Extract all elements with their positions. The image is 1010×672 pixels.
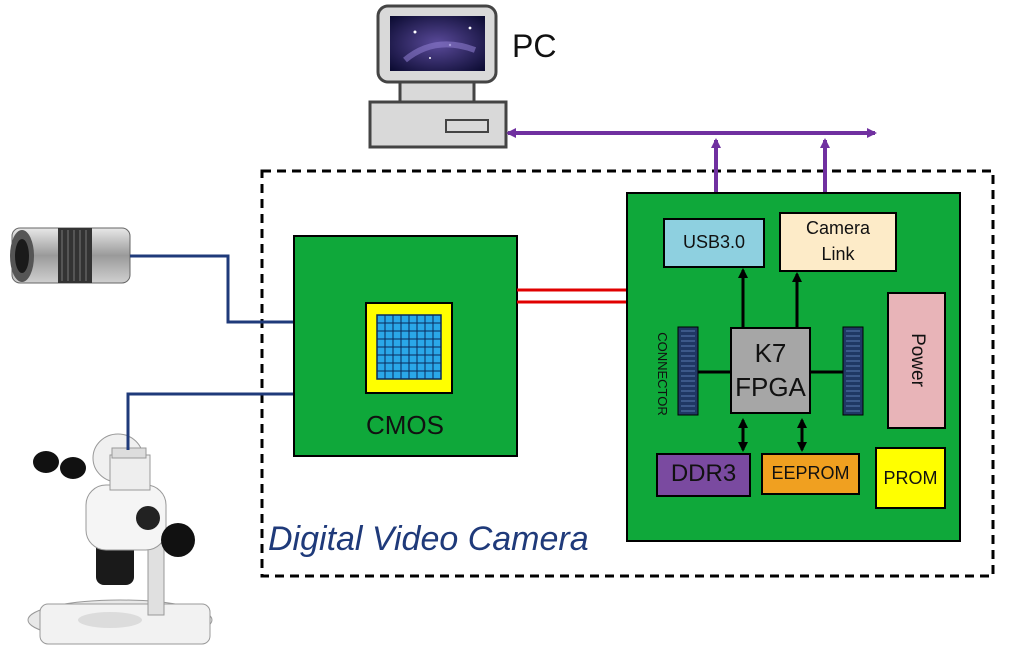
camera-link-block (779, 212, 897, 272)
pc-monitor-icon (368, 4, 508, 149)
cmos-sensor (376, 314, 442, 380)
eeprom-label: EEPROM (771, 463, 850, 483)
camera-enclosure (260, 169, 995, 578)
ddr3-block (656, 453, 751, 497)
fpga-chip (730, 327, 811, 414)
fpga-label-line1: K7 (754, 338, 787, 368)
cmos-label: CMOS (366, 410, 444, 440)
camera-lens-icon (10, 227, 131, 284)
eeprom-block (761, 453, 860, 495)
power-label: Power (907, 333, 928, 387)
camera-link-label-line1: Camera (805, 218, 871, 238)
microscope-icon (27, 433, 213, 645)
fpga-label-line2: FPGA (735, 372, 806, 402)
enclosure-label: Digital Video Camera (268, 520, 589, 558)
camera-link-label-line2: Link (821, 244, 855, 264)
usb3-label: USB3.0 (682, 232, 746, 252)
pc-label: PC (512, 28, 557, 64)
power-block (887, 292, 946, 429)
prom-label: PROM (883, 468, 938, 488)
prom-block (875, 447, 946, 509)
usb3-block (663, 218, 765, 268)
ddr3-label: DDR3 (670, 460, 737, 487)
connector-label: CONNECTOR (655, 332, 670, 416)
